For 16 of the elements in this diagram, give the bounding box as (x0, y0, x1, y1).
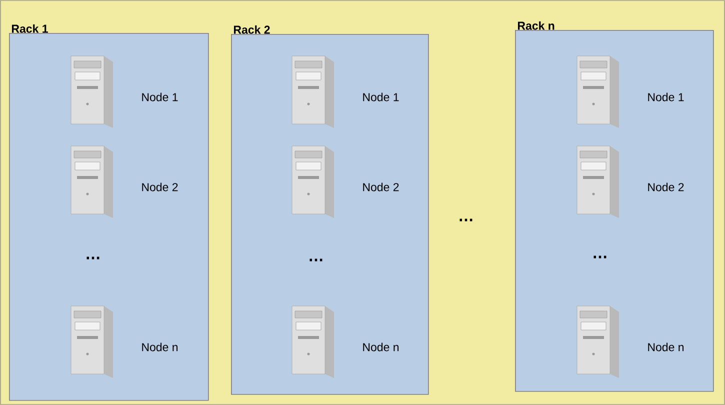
ellipsis: … (460, 218, 472, 222)
node-label: Rack n (518, 21, 554, 30)
ellipsis: … (310, 258, 322, 262)
node-label: Rack 1 (12, 24, 48, 33)
node-label: Node 2 (648, 182, 684, 192)
ellipsis: … (594, 256, 606, 258)
node-label: Node n (363, 342, 399, 352)
node-label: Node n (142, 342, 178, 352)
node-label: Rack 2 (234, 25, 270, 34)
node-label: Node 1 (648, 92, 684, 102)
node-label: Node n (648, 342, 684, 352)
node-label: Node 1 (142, 92, 178, 102)
node-label: Node 2 (142, 182, 178, 192)
ellipsis: … (86, 256, 100, 260)
node-label: Node 2 (363, 182, 399, 192)
node-label: Node 1 (363, 92, 399, 102)
